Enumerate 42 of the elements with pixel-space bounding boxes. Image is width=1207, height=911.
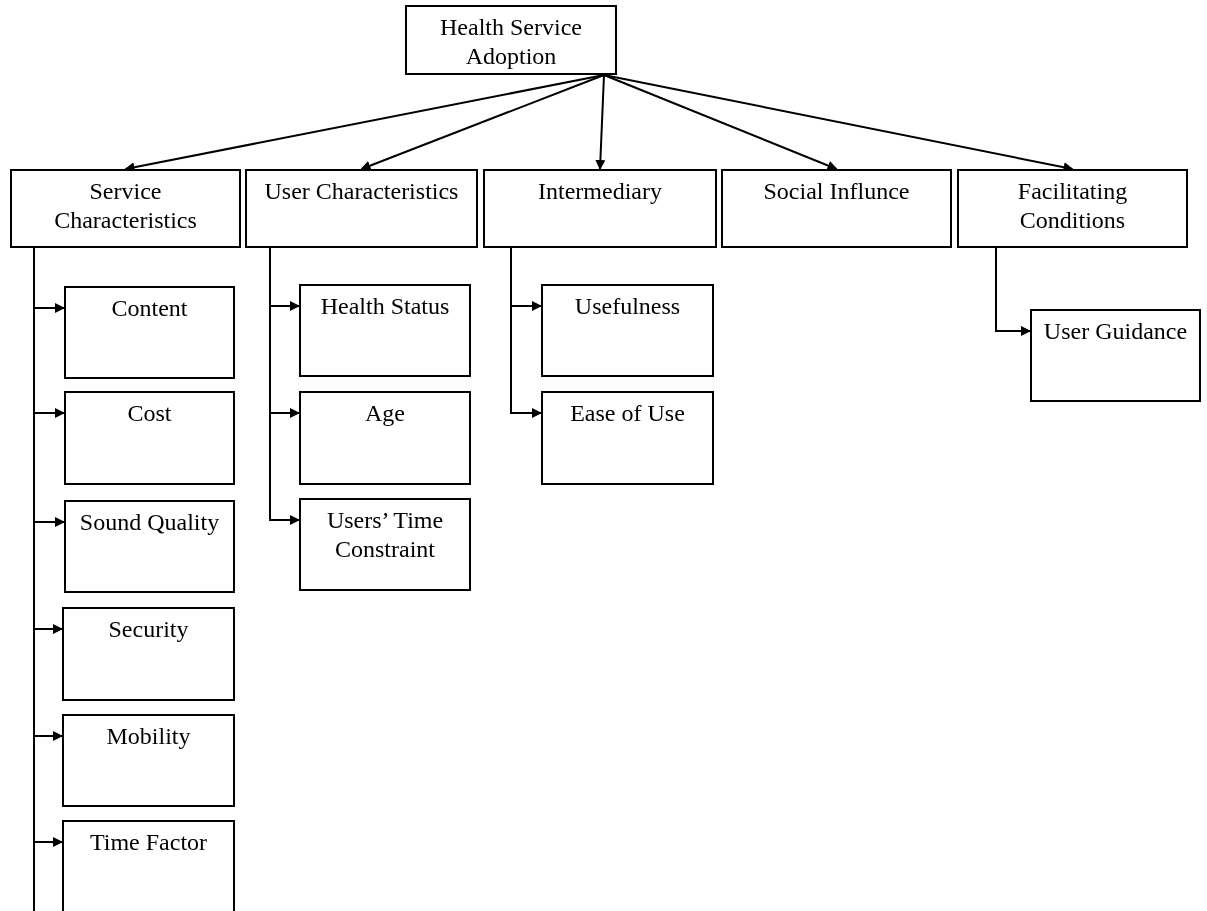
category-box — [541, 284, 714, 377]
box-label: Cost — [126, 399, 173, 428]
arrow — [595, 74, 606, 170]
box-label: Usefulness — [573, 292, 682, 321]
box-label: Social Influnce — [762, 177, 911, 206]
box-label: Mobility — [105, 722, 192, 751]
category-box — [957, 169, 1188, 248]
box-label: Facilitating Conditions — [1016, 177, 1129, 235]
category-box — [483, 169, 717, 248]
box-label: Content — [110, 294, 189, 323]
arrow — [510, 247, 542, 418]
box-label: Intermediary — [537, 177, 663, 206]
category-box — [245, 169, 478, 248]
category-box — [299, 498, 471, 591]
category-box — [299, 284, 471, 377]
category-box — [541, 391, 714, 485]
box-label: User Guidance — [1042, 317, 1189, 346]
box-label: Time Factor — [88, 828, 209, 857]
category-box — [62, 607, 235, 701]
box-label: Service Characteristics — [53, 177, 198, 235]
box-label: Users’ Time Constraint — [325, 506, 445, 564]
category-box — [64, 286, 235, 379]
box-label: Health Service Adoption — [439, 13, 583, 71]
arrow — [269, 247, 300, 525]
box-label: Security — [107, 615, 190, 644]
category-box — [721, 169, 952, 248]
category-box — [62, 714, 235, 807]
arrow — [603, 74, 838, 171]
arrow — [360, 74, 605, 171]
category-box — [64, 391, 235, 485]
box-label: Ease of Use — [569, 399, 686, 428]
box-label: Sound Quality — [78, 508, 221, 537]
category-box — [64, 500, 235, 593]
box-label: User Characteristics — [263, 177, 460, 206]
category-box — [62, 820, 235, 911]
box-label: Age — [364, 399, 406, 428]
category-box — [1030, 309, 1201, 402]
category-box — [299, 391, 471, 485]
root-box — [405, 5, 617, 75]
category-box — [10, 169, 241, 248]
box-label: Health Status — [319, 292, 451, 321]
arrow — [995, 247, 1031, 336]
